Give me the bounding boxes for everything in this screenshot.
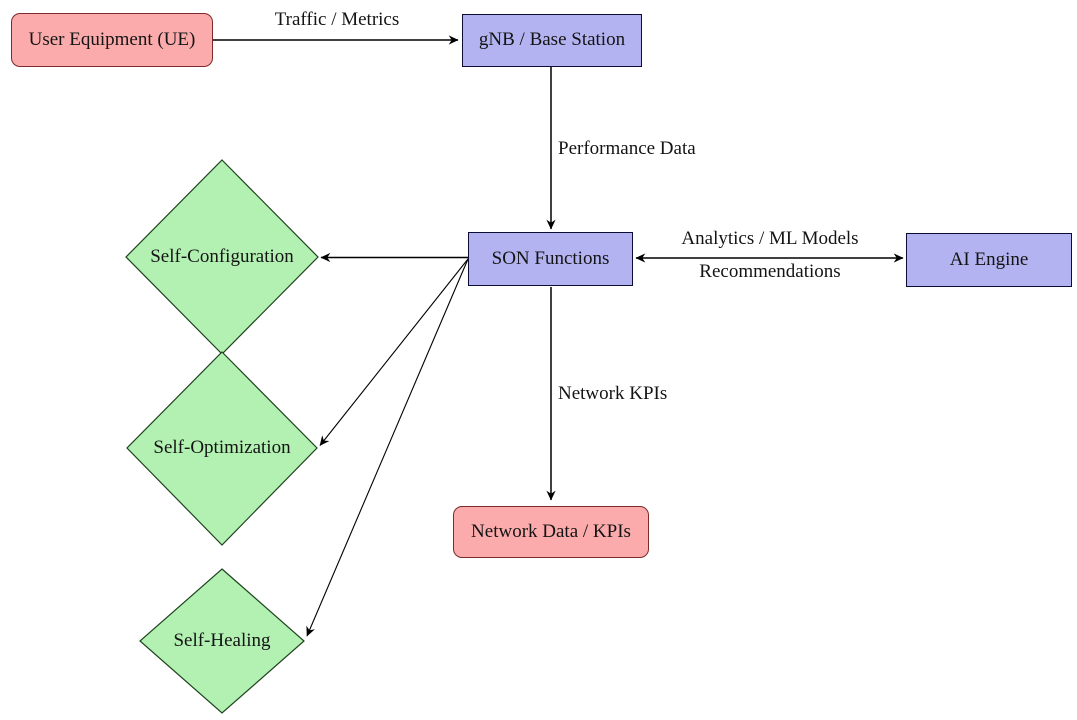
- node-network-data-kpis: Network Data / KPIs: [453, 506, 649, 558]
- edge-label-traffic-metrics: Traffic / Metrics: [274, 9, 400, 30]
- node-gnb-base-station: gNB / Base Station: [462, 14, 642, 67]
- edge-label-analytics-ml-models: Analytics / ML Models: [681, 228, 859, 249]
- diamond-self-healing-label: Self-Healing: [122, 628, 322, 654]
- node-son-functions-label: SON Functions: [491, 247, 610, 269]
- node-network-data-kpis-label: Network Data / KPIs: [471, 520, 631, 542]
- self-configuration-text: Self-Configuration: [150, 246, 294, 267]
- node-gnb-base-station-label: gNB / Base Station: [478, 29, 626, 51]
- node-user-equipment: User Equipment (UE): [11, 13, 213, 67]
- edge-label-network-kpis: Network KPIs: [558, 383, 668, 404]
- self-optimization-text: Self-Optimization: [153, 437, 291, 458]
- node-user-equipment-label: User Equipment (UE): [28, 28, 196, 50]
- node-ai-engine: AI Engine: [906, 233, 1072, 287]
- self-healing-text: Self-Healing: [173, 630, 271, 651]
- edge-son-to-self-optimization: [319, 258, 469, 446]
- node-son-functions: SON Functions: [468, 232, 633, 286]
- diamond-self-configuration-label: Self-Configuration: [122, 244, 322, 270]
- edge-label-performance-data: Performance Data: [558, 138, 696, 159]
- edge-label-recommendations: Recommendations: [699, 261, 841, 282]
- diamond-self-optimization-label: Self-Optimization: [122, 435, 322, 461]
- diamond-self-optimization-shape: [126, 351, 318, 546]
- edge-son-to-self-healing: [306, 258, 469, 637]
- node-ai-engine-label: AI Engine: [949, 248, 1029, 270]
- diamond-self-healing-shape: [139, 568, 305, 714]
